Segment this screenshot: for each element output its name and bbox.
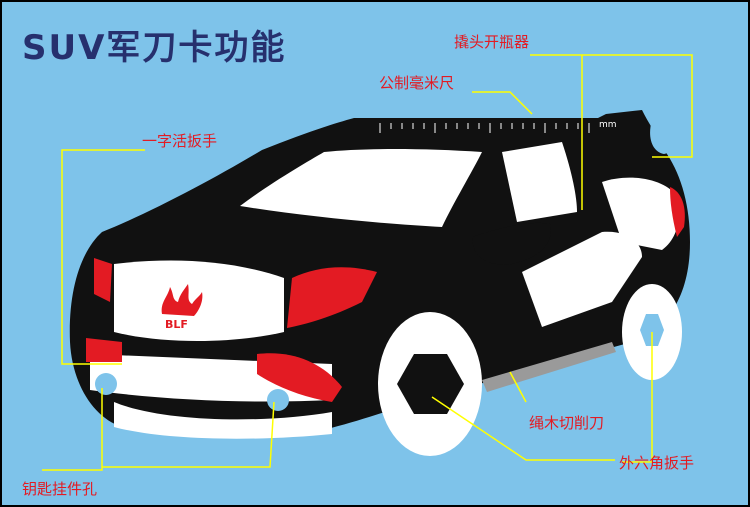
right-foglight: [257, 353, 342, 402]
label-keyring-hole: 钥匙挂件孔: [22, 480, 98, 498]
blf-flame-logo: [161, 284, 203, 316]
label-flat-wrench: 一字活扳手: [142, 132, 218, 150]
page-title: SUV军刀卡功能: [22, 28, 287, 68]
right-headlight: [287, 267, 377, 328]
logo-text: BLF: [165, 318, 188, 331]
label-hex-wrench: 外六角扳手: [619, 454, 695, 472]
ruler-ticks: [379, 123, 590, 133]
side-mirror: [472, 222, 551, 265]
door-panel: [522, 231, 642, 327]
sill-blade: [482, 342, 616, 392]
bottle-opener-notch: [650, 120, 672, 154]
label-ruler: 公制毫米尺: [379, 74, 455, 92]
ruler-unit: mm: [599, 120, 617, 130]
left-foglight: [86, 338, 122, 362]
rear-panel: [602, 177, 680, 250]
keyring-hole-right: [267, 389, 289, 411]
lower-bumper: [114, 402, 332, 439]
left-headlight: [94, 258, 112, 302]
front-hex-hole: [397, 354, 464, 414]
label-bottle-opener: 撬头开瓶器: [454, 33, 530, 51]
side-window: [502, 142, 577, 222]
keyring-hole-left: [95, 373, 117, 395]
rear-hex-hole: [640, 314, 664, 346]
label-rope-cutter: 绳木切削刀: [529, 414, 605, 432]
leader-lines: [42, 54, 693, 471]
windshield: [240, 149, 482, 227]
rear-light: [670, 187, 685, 237]
